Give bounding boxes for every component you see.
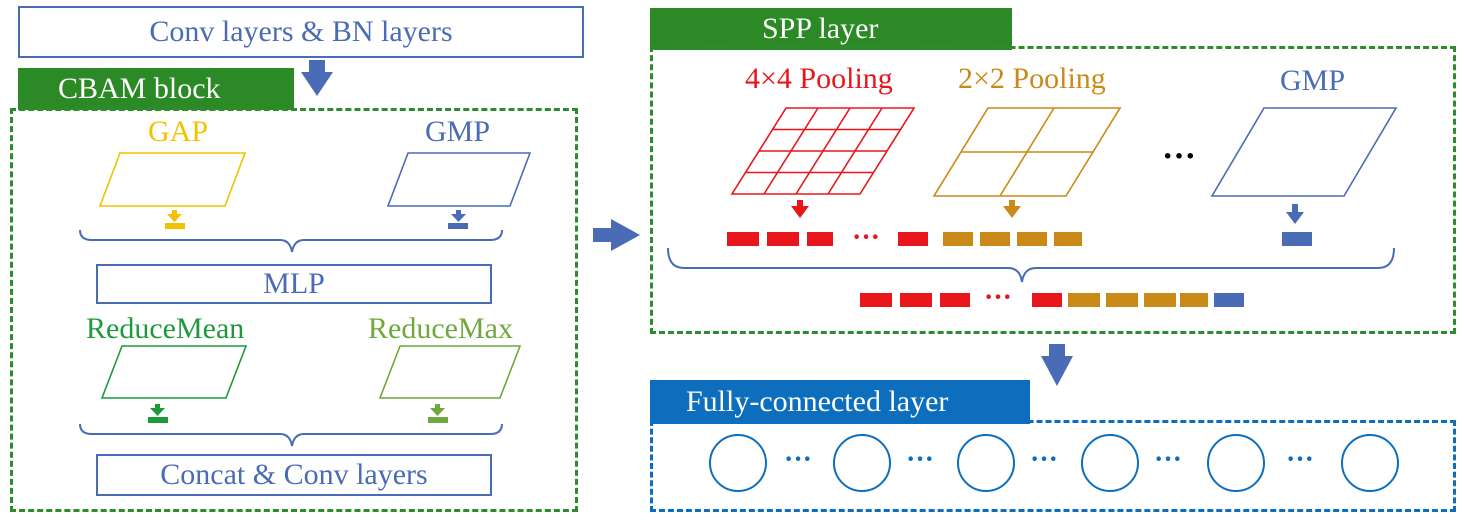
fc-title: Fully-connected layer [686, 385, 949, 418]
cbam-title-tag: CBAM block [18, 68, 294, 110]
spp-row1-dots: ··· [852, 222, 881, 253]
mlp-box: MLP [96, 264, 492, 304]
right-arrow-icon [593, 219, 640, 251]
fc-title-tag: Fully-connected layer [650, 380, 1030, 424]
spp-layer-container [650, 46, 1456, 334]
gap-label: GAP [148, 115, 209, 148]
cbam-gmp-label: GMP [425, 115, 491, 148]
down-arrow-icon [301, 60, 333, 96]
spp-gmp-label: GMP [1280, 64, 1346, 97]
fc-layer-container [650, 420, 1456, 512]
spp-to-fc-arrow-icon [1041, 344, 1073, 386]
pool4-label: 4×4 Pooling [745, 62, 893, 95]
spp-row2-dots: ··· [984, 282, 1013, 313]
spp-title-tag: SPP layer [650, 8, 1012, 50]
spp-ellipsis: ··· [1162, 138, 1197, 175]
fc-dots-3: ··· [1030, 444, 1059, 475]
conv-bn-layers-box: Conv layers & BN layers [18, 6, 584, 58]
concat-conv-box: Concat & Conv layers [96, 454, 492, 496]
fc-dots-2: ··· [906, 444, 935, 475]
fc-dots-1: ··· [784, 444, 813, 475]
cbam-block-container [10, 108, 578, 512]
spp-title: SPP layer [762, 12, 879, 45]
fc-dots-5: ··· [1286, 444, 1315, 475]
mlp-label: MLP [263, 267, 325, 300]
pool2-label: 2×2 Pooling [958, 62, 1106, 95]
reduce-max-label: ReduceMax [368, 312, 513, 345]
fc-dots-4: ··· [1154, 444, 1183, 475]
reduce-mean-label: ReduceMean [86, 312, 245, 345]
concat-conv-label: Concat & Conv layers [160, 458, 428, 491]
conv-bn-layers-label: Conv layers & BN layers [149, 15, 453, 48]
cbam-title: CBAM block [58, 72, 221, 105]
